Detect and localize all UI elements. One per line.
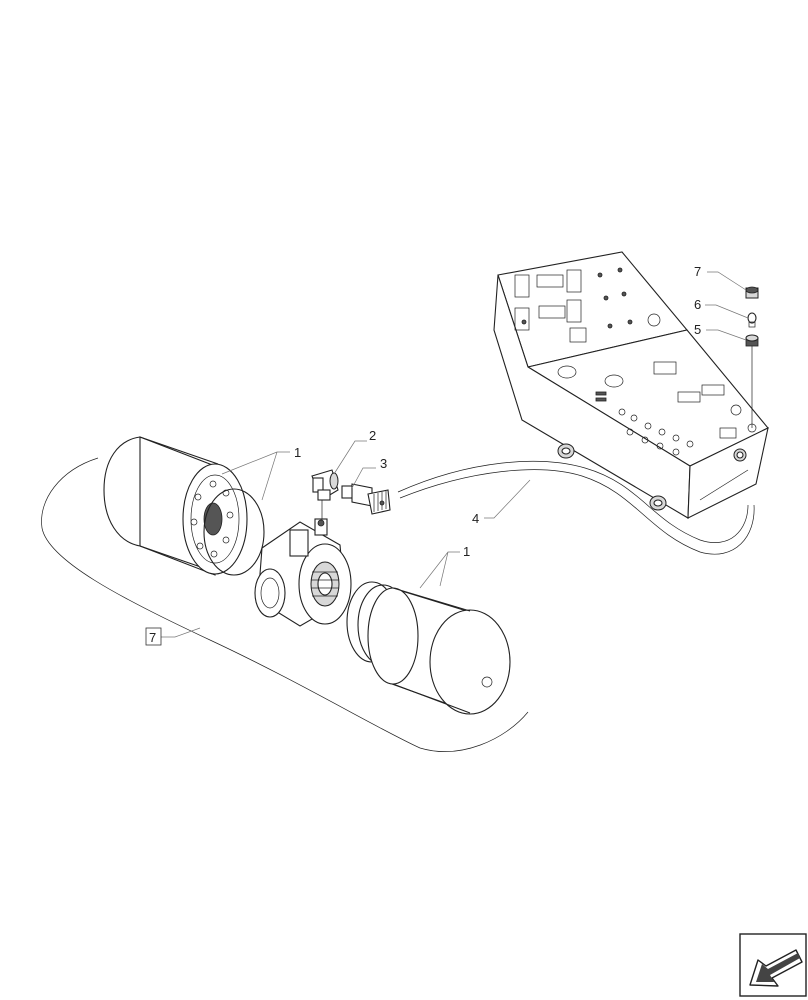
control-panel [493,251,769,519]
filter-head [254,518,352,627]
leader-3 [351,467,376,489]
o-ring-left [203,488,265,576]
leader-6 [705,304,749,319]
callout-bulb-holder: 5 [694,322,701,337]
callout-elbow-fitting: 2 [369,428,376,443]
filter-group-outline [41,457,529,752]
callout-filter-right: 1 [463,544,470,559]
leader-7-top [707,271,747,291]
pressure-switch [341,483,391,515]
arrow-icon[interactable] [739,933,807,997]
callout-box-filter-group [145,627,162,646]
harness-wire [397,461,749,543]
callout-lens-cap: 7 [694,264,701,279]
leader-5 [706,329,747,341]
leader-1-left [221,451,290,501]
callout-bulb: 6 [694,297,701,312]
leader-7-bottom [161,627,201,638]
filter-cartridge-right [367,587,511,715]
callout-filter-group: 7 [149,630,156,645]
leader-2 [333,440,367,475]
lens-cap [745,286,759,299]
callout-pressure-switch: 3 [380,456,387,471]
bulb-holder [745,334,759,347]
elbow-fitting [311,469,339,501]
leader-1-right [419,551,460,589]
callout-harness: 4 [472,511,479,526]
harness-wire-inner [399,469,755,555]
callout-filter-left: 1 [294,445,301,460]
filter-cartridge-left [103,436,248,576]
bulb [747,312,757,328]
leader-4 [484,479,531,519]
